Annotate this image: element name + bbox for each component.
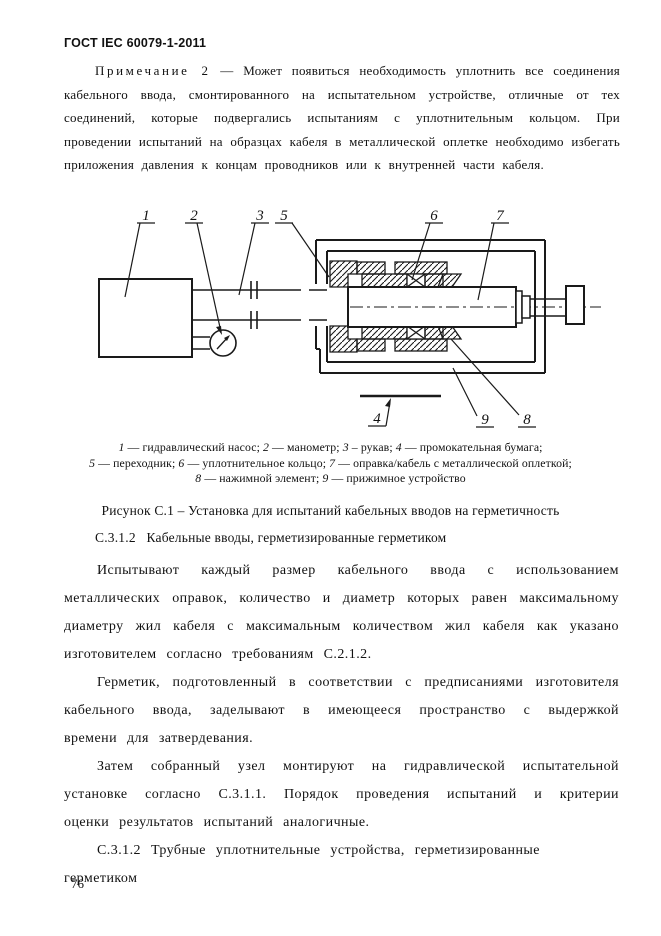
end-cap <box>565 285 585 325</box>
adapter-bottom <box>329 325 358 353</box>
callout-9: 9 <box>481 412 489 428</box>
doc-header: ГОСТ IEC 60079-1-2011 <box>64 36 207 50</box>
page-number: 76 <box>71 876 84 891</box>
callout-6: 6 <box>430 208 438 224</box>
note-label: Примечание 2 <box>95 63 211 78</box>
callout-4: 4 <box>373 411 381 427</box>
figure-legend: 1 — гидравлический насос; 2 — манометр; … <box>40 440 621 487</box>
callout-7: 7 <box>496 208 505 224</box>
note-paragraph: Примечание 2 — Может появиться необходим… <box>64 59 620 177</box>
heading-cable-glands: С.3.1.2 Кабельные вводы, герметизированн… <box>95 530 447 545</box>
figure-caption: Рисунок С.1 – Установка для испытаний ка… <box>101 503 560 518</box>
note-body: — Может появиться необходимость уплотнит… <box>64 63 620 172</box>
clamping-device-inner-box <box>326 250 536 363</box>
callout-leaders <box>124 222 536 428</box>
body-text: Испытывают каждый размер кабельного ввод… <box>64 557 619 893</box>
callout-1: 1 <box>142 208 150 224</box>
callout-5: 5 <box>280 208 288 224</box>
callout-8: 8 <box>523 412 531 428</box>
para-sealant: Герметик, подготовленный в соответствии … <box>64 675 619 746</box>
manometer <box>192 329 237 357</box>
cable-gland-bottom <box>329 325 463 353</box>
adapter-top <box>329 260 358 288</box>
test-rig-diagram: 1 2 3 5 6 7 4 9 8 <box>98 208 601 428</box>
cable-gland-top <box>329 260 463 288</box>
callout-3: 3 <box>255 208 264 224</box>
hose-lines <box>192 281 327 329</box>
heading-pipe-seals: С.3.1.2 Трубные уплотнительные устройств… <box>64 843 540 886</box>
figure-legend-line: 1 — гидравлический насос; 2 — манометр; … <box>118 440 543 454</box>
figure-legend-line: 8 — нажимной элемент; 9 — прижимное устр… <box>195 471 466 485</box>
hydraulic-pump <box>98 278 193 358</box>
callout-numbers: 1 2 3 5 6 7 4 9 8 <box>142 208 531 428</box>
para-assembly: Затем собранный узел монтируют на гидрав… <box>64 759 619 830</box>
para-test-sizes: Испытывают каждый размер кабельного ввод… <box>64 563 619 662</box>
shaft-end-fitting <box>515 285 585 325</box>
figure-legend-line: 5 — переходник; 6 — уплотнительное кольц… <box>89 455 572 470</box>
callout-2: 2 <box>190 208 198 224</box>
